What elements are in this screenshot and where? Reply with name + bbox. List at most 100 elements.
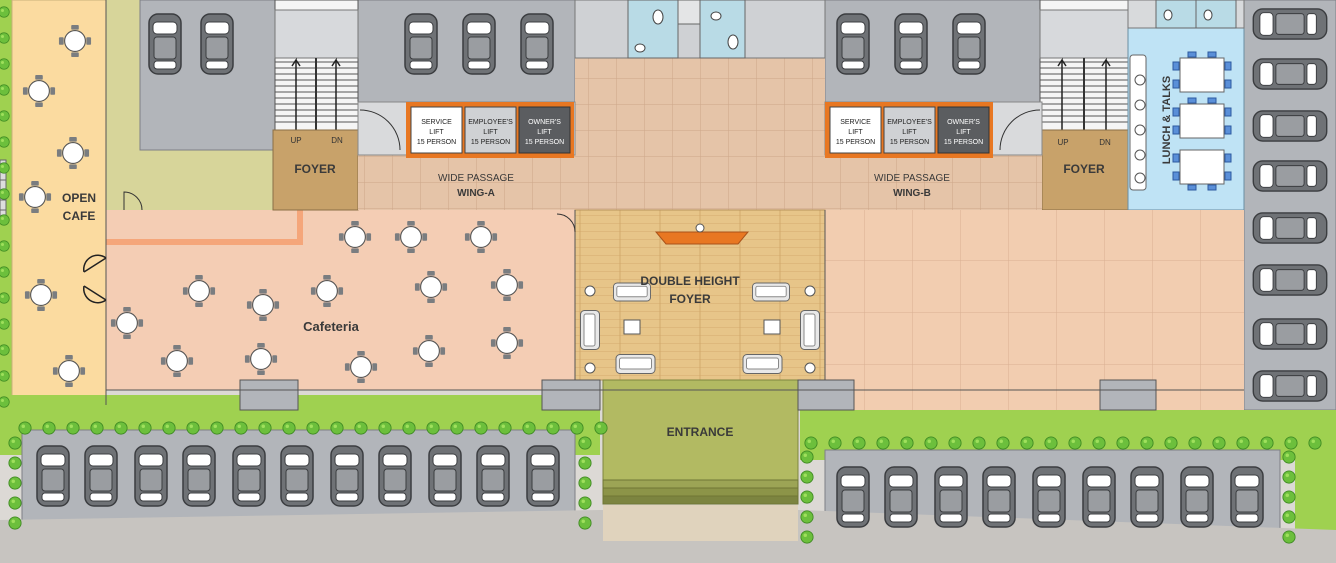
- lift-label: LIFT: [848, 129, 863, 136]
- shrub-icon: [924, 436, 938, 450]
- lift-label: LIFT: [429, 129, 444, 136]
- shrub-icon: [0, 58, 10, 70]
- lift-employee-a: EMPLOYEE'S LIFT 15 PERSON: [464, 106, 517, 154]
- cafe-door: [82, 254, 107, 304]
- shrub-icon: [1044, 436, 1058, 450]
- shrub-icon: [1188, 436, 1202, 450]
- lift-label: EMPLOYEE'S: [468, 119, 513, 126]
- shrub-icon: [578, 436, 592, 450]
- shrub-icon: [0, 136, 10, 148]
- wing-b-label: WING-B: [893, 188, 931, 199]
- shrub-icon: [354, 421, 368, 435]
- shrub-icon: [378, 421, 392, 435]
- shrub-icon: [578, 516, 592, 530]
- staircase-right: [1039, 0, 1129, 131]
- shrub-icon: [522, 421, 536, 435]
- shrub-icon: [578, 476, 592, 490]
- shrub-icon: [0, 214, 10, 226]
- car-icon: [378, 444, 412, 508]
- shrub-icon: [306, 421, 320, 435]
- shrub-icon: [996, 436, 1010, 450]
- shrub-icon: [0, 292, 10, 304]
- wing-a-label: WING-A: [457, 188, 495, 199]
- tiled-hall-east: [825, 210, 1244, 410]
- shrub-icon: [258, 421, 272, 435]
- stair-down-label: DN: [331, 136, 343, 145]
- lift-label: SERVICE: [840, 119, 871, 126]
- shrub-icon: [578, 496, 592, 510]
- car-icon: [934, 465, 968, 529]
- shrub-icon: [1092, 436, 1106, 450]
- wide-passage-b: [825, 155, 1042, 210]
- stair-down-label: DN: [1099, 138, 1111, 147]
- shrub-icon: [42, 421, 56, 435]
- shrub-icon: [498, 421, 512, 435]
- lunch-talks-room: [1127, 0, 1245, 211]
- car-icon: [1252, 264, 1328, 296]
- shrub-icon: [0, 188, 10, 200]
- car-icon: [1252, 58, 1328, 90]
- shrub-icon: [0, 162, 10, 174]
- shrub-icon: [210, 421, 224, 435]
- planter-box: [1099, 379, 1157, 411]
- sink-icon: [634, 43, 646, 53]
- shrub-icon: [450, 421, 464, 435]
- shrub-icon: [8, 436, 22, 450]
- shrub-icon: [8, 496, 22, 510]
- shrub-icon: [804, 436, 818, 450]
- car-icon: [200, 12, 234, 76]
- shrub-icon: [8, 456, 22, 470]
- shrub-icon: [1282, 470, 1296, 484]
- lift-label: LIFT: [483, 129, 498, 136]
- stair-up-label: UP: [1057, 138, 1068, 147]
- shrub-icon: [1308, 436, 1322, 450]
- car-icon: [84, 444, 118, 508]
- car-icon: [836, 465, 870, 529]
- car-icon: [280, 444, 314, 508]
- dining-tables: [1179, 57, 1225, 185]
- lift-label: 15 PERSON: [525, 139, 564, 146]
- lift-label: OWNER'S: [528, 119, 561, 126]
- car-icon: [1252, 160, 1328, 192]
- lift-label: EMPLOYEE'S: [887, 119, 932, 126]
- shrub-icon: [800, 510, 814, 524]
- shrub-icon: [1212, 436, 1226, 450]
- foyer-left: [272, 129, 359, 211]
- shrub-icon: [1068, 436, 1082, 450]
- foyer-right: [1041, 129, 1129, 211]
- shrub-icon: [0, 266, 10, 278]
- lift-owner-b: OWNER'S LIFT 15 PERSON: [937, 106, 990, 154]
- shrub-icon: [0, 84, 10, 96]
- central-corridor: [575, 58, 825, 210]
- shrub-icon: [138, 421, 152, 435]
- courtyard-lower: [106, 150, 276, 210]
- shrub-icon: [948, 436, 962, 450]
- car-icon: [462, 12, 496, 76]
- shrub-icon: [546, 421, 560, 435]
- shrub-icon: [1116, 436, 1130, 450]
- shrub-icon: [800, 490, 814, 504]
- car-icon: [404, 12, 438, 76]
- open-cafe-label: OPEN: [62, 191, 96, 205]
- car-icon: [1180, 465, 1214, 529]
- shrub-icon: [114, 421, 128, 435]
- orange-accent-line: [106, 210, 303, 245]
- shrub-icon: [0, 110, 10, 122]
- shrub-icon: [1282, 450, 1296, 464]
- shrub-icon: [426, 421, 440, 435]
- car-icon: [36, 444, 70, 508]
- toilet-icon: [727, 34, 739, 50]
- wide-passage-a: [358, 155, 575, 210]
- shrub-icon: [594, 421, 608, 435]
- car-icon: [1252, 110, 1328, 142]
- car-icon: [526, 444, 560, 508]
- shrub-icon: [162, 421, 176, 435]
- car-icon: [894, 12, 928, 76]
- car-icon: [520, 12, 554, 76]
- double-height-foyer-label: DOUBLE HEIGHT: [640, 274, 740, 288]
- shrub-icon: [66, 421, 80, 435]
- shrub-icon: [1282, 530, 1296, 544]
- shrub-icon: [0, 6, 10, 18]
- car-icon: [148, 12, 182, 76]
